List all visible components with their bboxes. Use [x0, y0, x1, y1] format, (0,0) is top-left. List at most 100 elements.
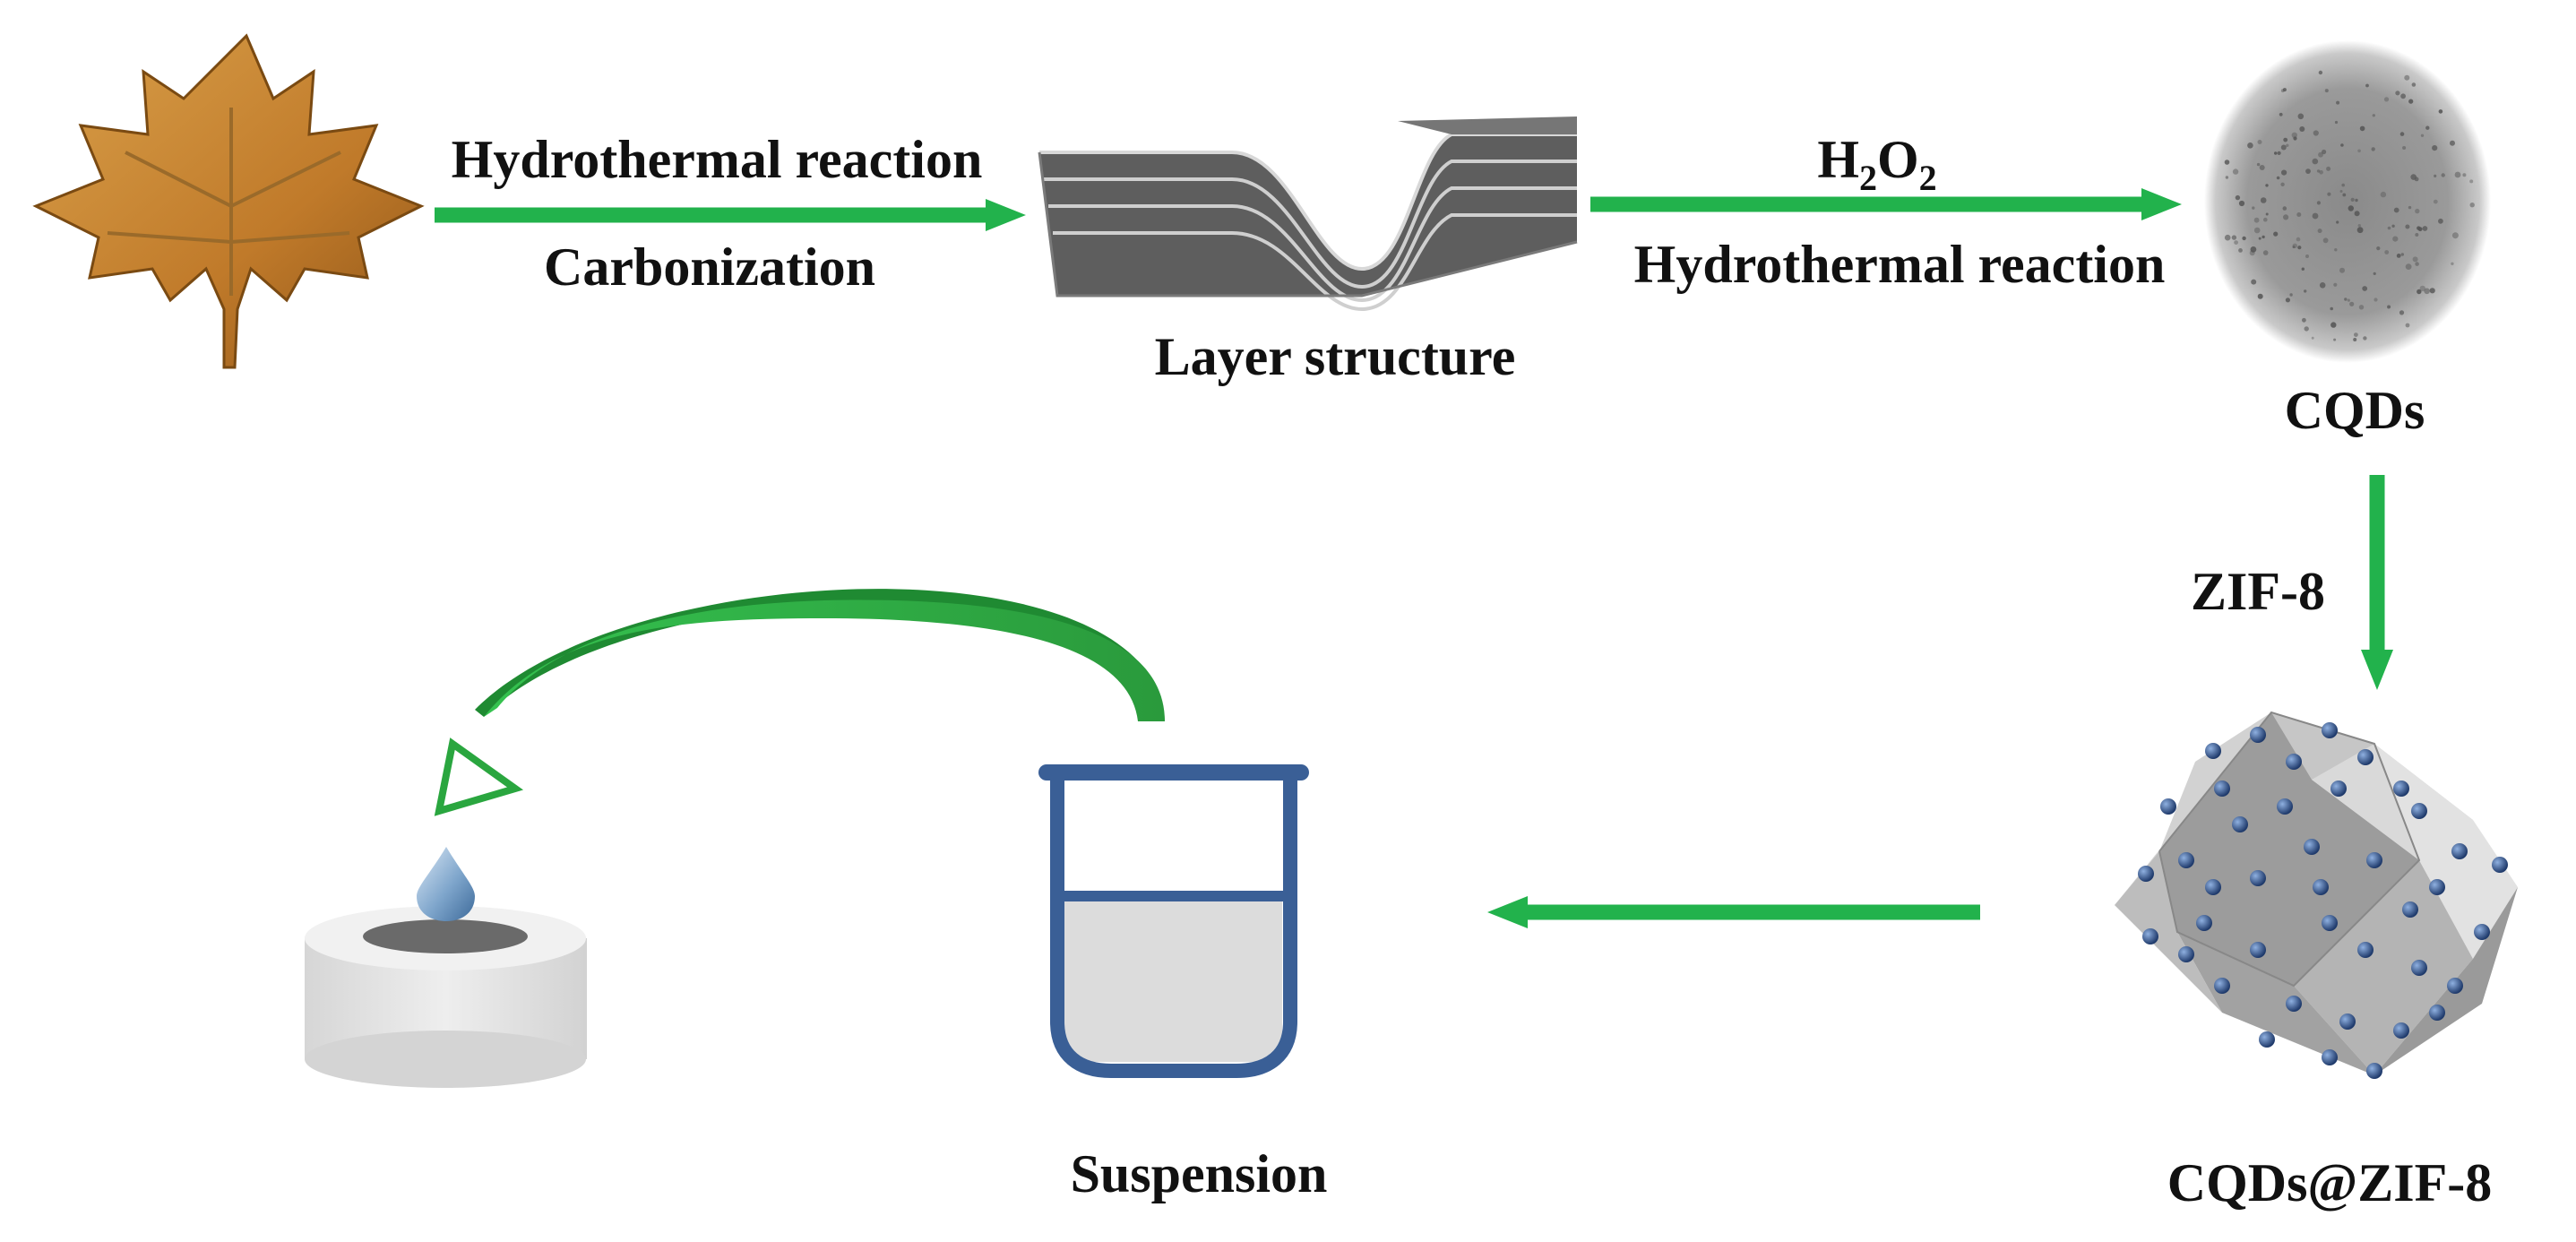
cqd-dot	[2411, 960, 2427, 976]
cqd-speck	[2231, 235, 2237, 240]
cqd-dot	[2250, 727, 2266, 743]
cqd-speck	[2253, 227, 2261, 234]
cqd-speck	[2420, 134, 2425, 137]
cqd-speck	[2238, 248, 2243, 253]
arrow-step1	[435, 199, 1026, 231]
cqd-speck	[2279, 112, 2283, 116]
cqd-speck	[2249, 250, 2255, 256]
label-composite: CQDs@ZIF-8	[2167, 1153, 2493, 1212]
cqd-speck	[2305, 168, 2311, 175]
beaker-icon	[1038, 764, 1309, 1078]
cqd-dot	[2429, 879, 2445, 895]
cqd-speck	[2363, 336, 2367, 341]
cqd-speck	[2411, 82, 2417, 87]
cqd-speck	[2312, 158, 2319, 165]
cqd-speck	[2450, 140, 2455, 146]
cqd-speck	[2341, 183, 2345, 187]
cqd-speck	[2373, 272, 2376, 275]
cqd-dot	[2322, 915, 2338, 931]
cqd-speck	[2263, 217, 2268, 222]
cqd-speck	[2280, 144, 2287, 151]
cqd-speck	[2322, 237, 2329, 244]
cqd-speck	[2317, 229, 2322, 234]
cqd-speck	[2253, 217, 2260, 223]
cqd-speck	[2391, 224, 2395, 228]
label-step1-top: Hydrothermal reaction	[452, 130, 983, 189]
cqd-speck	[2330, 306, 2333, 311]
cqd-speck	[2433, 199, 2438, 204]
oxidant-sub1: 2	[1859, 158, 1877, 198]
cqd-dot	[2214, 978, 2230, 994]
cqd-speck	[2292, 243, 2297, 248]
cqd-speck	[2356, 227, 2364, 234]
cqd-speck	[2235, 194, 2241, 201]
cqd-speck	[2318, 70, 2323, 75]
cqd-speck	[2327, 192, 2331, 196]
cqd-speck	[2469, 179, 2474, 184]
cqd-speck	[2365, 83, 2369, 88]
cqd-dot	[2160, 798, 2176, 815]
cqd-speck	[2326, 166, 2331, 171]
cqd-speck	[2438, 109, 2443, 114]
cqd-dot	[2178, 946, 2194, 962]
oxidant-sub2: 2	[1919, 158, 1937, 198]
cqd-speck	[2342, 193, 2347, 197]
cqd-speck	[2372, 114, 2375, 117]
label-step1-bottom: Carbonization	[544, 237, 875, 297]
cqd-dot	[2322, 1049, 2338, 1065]
cqd-speck	[2259, 165, 2265, 170]
cqd-speck	[2280, 89, 2285, 93]
cqd-speck	[2313, 130, 2319, 136]
cqd-speck	[2376, 246, 2381, 251]
cqd-speck	[2297, 246, 2302, 250]
cqd-speck	[2334, 120, 2339, 125]
cqd-speck	[2262, 235, 2265, 239]
cqds-particle-icon	[2204, 40, 2491, 363]
cqd-dot	[2357, 749, 2374, 765]
leaf-icon	[32, 33, 425, 369]
cqd-speck	[2330, 322, 2337, 328]
cqd-speck	[2316, 201, 2321, 205]
cqd-speck	[2417, 289, 2422, 295]
cqd-speck	[2292, 246, 2296, 249]
cqd-speck	[2339, 190, 2343, 193]
cqd-speck	[2362, 286, 2368, 291]
cqd-speck	[2454, 171, 2461, 178]
cqd-speck	[2354, 332, 2358, 337]
cqd-speck	[2405, 224, 2410, 229]
cqd-speck	[2425, 125, 2430, 130]
cqd-speck	[2350, 197, 2355, 202]
cqd-speck	[2415, 233, 2419, 237]
arrow-step3	[2361, 475, 2393, 690]
cqd-speck	[2380, 191, 2387, 198]
cqd-speck	[2283, 137, 2288, 142]
cqd-dot	[2330, 781, 2347, 797]
cqd-speck	[2396, 254, 2401, 258]
cqd-speck	[2415, 262, 2419, 266]
cqd-speck	[2299, 126, 2305, 132]
cqd-speck	[2242, 236, 2246, 241]
cqd-speck	[2393, 207, 2399, 213]
cqd-dot	[2304, 839, 2320, 855]
cqd-speck	[2438, 218, 2443, 224]
cqd-speck	[2224, 234, 2231, 241]
cqd-speck	[2296, 212, 2302, 217]
cqd-dot	[2393, 781, 2409, 797]
cqd-speck	[2305, 254, 2309, 258]
cqd-speck	[2392, 236, 2399, 242]
cqd-speck	[2400, 253, 2404, 256]
cqd-speck	[2281, 169, 2287, 176]
cqd-speck	[2286, 143, 2289, 147]
electrode-icon	[305, 906, 587, 1088]
cqd-speck	[2357, 149, 2361, 153]
cqd-speck	[2324, 89, 2329, 93]
cqd-dot	[2142, 928, 2158, 944]
cqd-speck	[2469, 203, 2475, 208]
cqd-speck	[2247, 142, 2253, 149]
cqd-speck	[2399, 132, 2405, 136]
cqd-speck	[2399, 310, 2405, 315]
cqd-speck	[2339, 267, 2345, 273]
cqd-speck	[2429, 288, 2435, 294]
cqd-speck	[2262, 250, 2269, 255]
